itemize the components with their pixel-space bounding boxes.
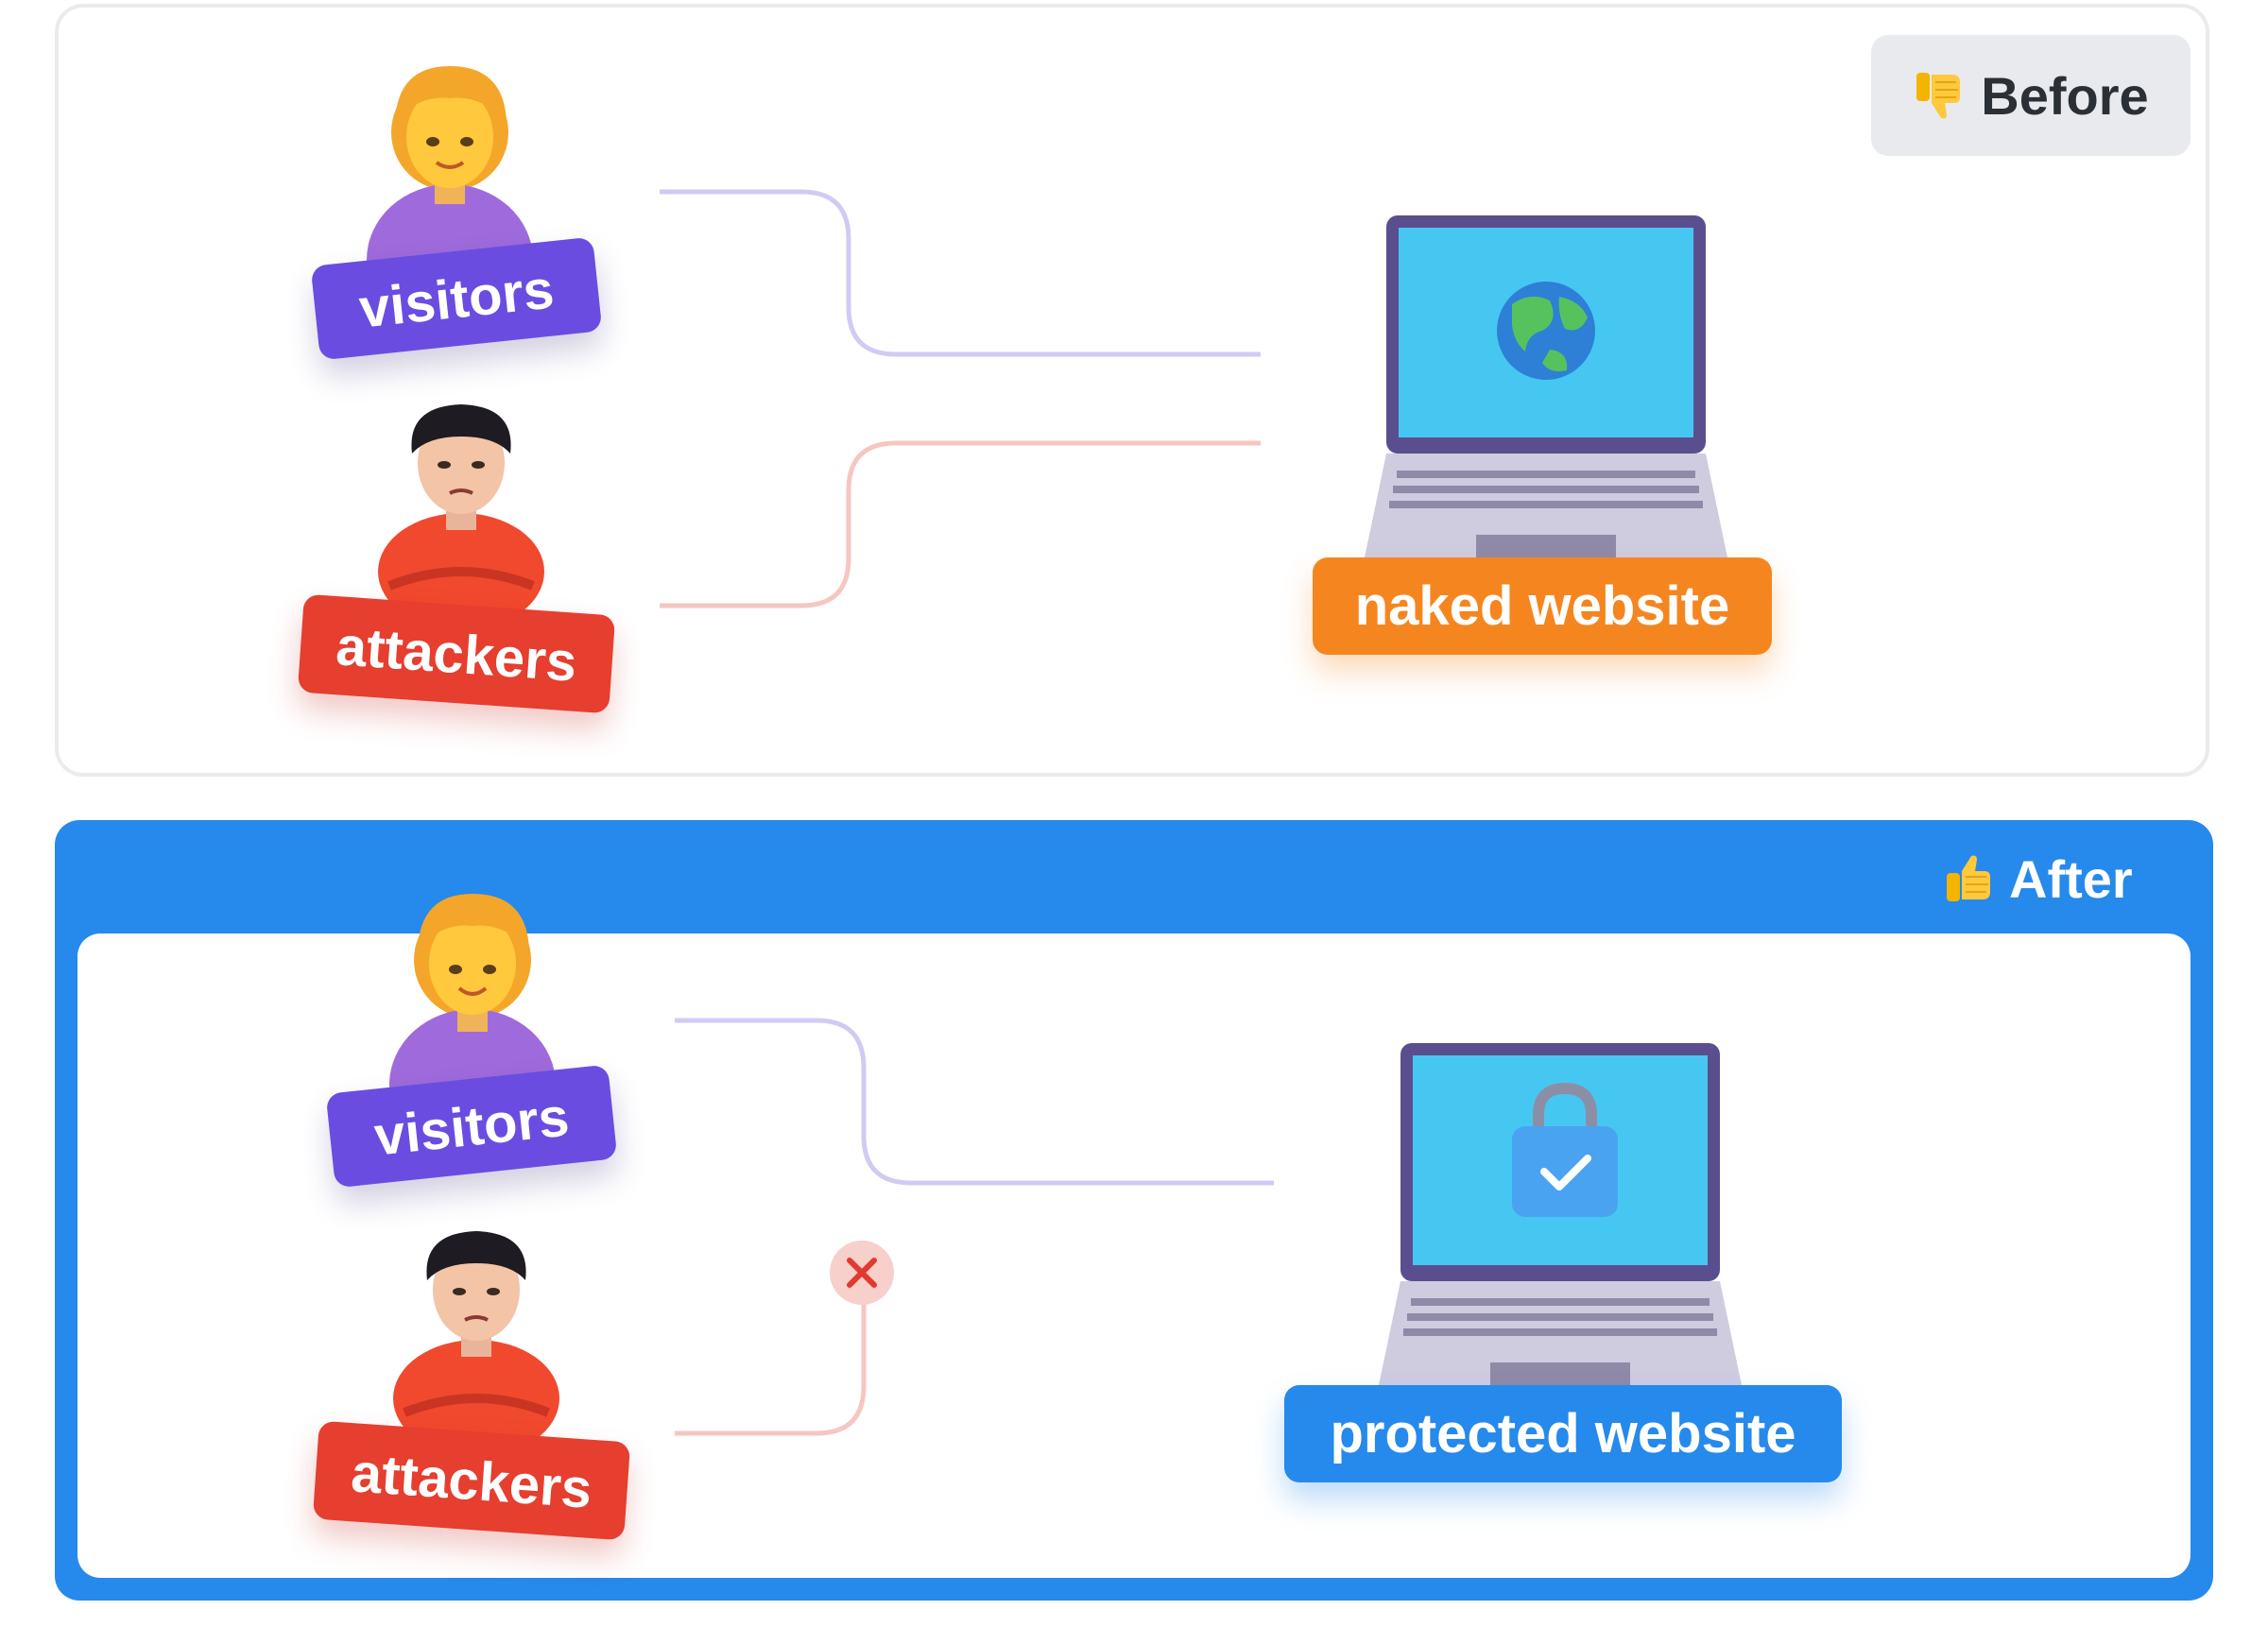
after-badge: After xyxy=(1943,841,2133,916)
thumbs-up-icon xyxy=(1947,855,1990,901)
globe-icon xyxy=(1497,282,1595,380)
after-attacker-line xyxy=(675,1304,867,1436)
naked-website-text: naked website xyxy=(1354,575,1730,637)
naked-website-label: naked website xyxy=(1313,557,1772,655)
protected-website-text: protected website xyxy=(1330,1403,1796,1464)
lock-check-icon xyxy=(1512,1082,1618,1217)
before-badge: Before xyxy=(1871,35,2191,156)
before-badge-label: Before xyxy=(1981,65,2149,126)
protected-website-label: protected website xyxy=(1284,1385,1842,1482)
before-visitor-line xyxy=(660,189,1261,357)
after-badge-label: After xyxy=(2009,848,2133,909)
before-attacker-line xyxy=(660,440,1261,608)
thumbs-down-icon xyxy=(1916,73,1961,119)
after-visitor-line xyxy=(675,1018,1274,1186)
blocked-x-icon xyxy=(830,1241,894,1305)
